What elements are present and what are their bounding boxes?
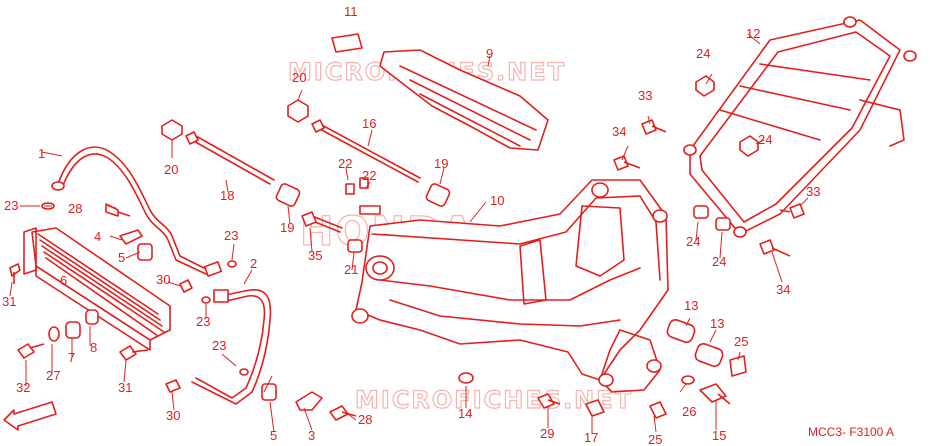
- part-label: 3: [308, 428, 315, 443]
- front-direction-arrow: [3, 401, 57, 431]
- part-label: 32: [16, 380, 30, 395]
- part-label: 34: [776, 282, 790, 297]
- part-label: 2: [250, 256, 257, 271]
- sub-frame-12: [683, 16, 917, 238]
- bolt-18: [191, 135, 275, 185]
- watermark-bottom: MICROFICHES.NET: [355, 386, 633, 414]
- part-label: 33: [638, 88, 652, 103]
- part-label: 14: [458, 406, 472, 421]
- bolt-16: [317, 123, 421, 183]
- part-label: 22: [362, 168, 376, 183]
- part-labels: 1 2 3 4 5 5 6 7 8 9 10 11 12 13 13 14 15…: [2, 4, 820, 446]
- part-label: 6: [60, 273, 67, 288]
- part-label: 20: [164, 162, 178, 177]
- part-label: 30: [166, 408, 180, 423]
- part-label: 22: [338, 156, 352, 171]
- part-label: 28: [68, 201, 82, 216]
- part-label: 1: [38, 146, 45, 161]
- part-label: 24: [686, 234, 700, 249]
- nut-20: [161, 119, 183, 141]
- part-label: 25: [648, 432, 662, 446]
- part-label: 24: [712, 254, 726, 269]
- part-label: 23: [212, 338, 226, 353]
- part-label: 16: [362, 116, 376, 131]
- part-label: 33: [806, 184, 820, 199]
- part-label: 18: [220, 188, 234, 203]
- part-label: 24: [696, 46, 710, 61]
- part-label: 23: [4, 198, 18, 213]
- front-direction-label: FR.: [21, 406, 42, 423]
- part-label: 31: [118, 380, 132, 395]
- part-label: 9: [486, 46, 493, 61]
- cover-9: [379, 49, 549, 151]
- part-label: 5: [118, 250, 125, 265]
- label-11: [331, 33, 363, 53]
- hose-1: [57, 146, 209, 271]
- part-label: 15: [712, 428, 726, 443]
- part-label: 21: [344, 262, 358, 277]
- part-label: 31: [2, 294, 16, 309]
- part-label: 30: [156, 272, 170, 287]
- grommet-5: [137, 243, 153, 261]
- hose-2: [191, 289, 272, 405]
- part-label: 25: [734, 334, 748, 349]
- part-label: 20: [292, 70, 306, 85]
- part-label: 13: [710, 316, 724, 331]
- part-label: 10: [490, 193, 504, 208]
- part-label: 19: [280, 220, 294, 235]
- diagram-code: MCC3- F3100 A: [808, 425, 894, 439]
- part-label: 27: [46, 368, 60, 383]
- clamp-4: [119, 229, 143, 245]
- part-label: 17: [584, 430, 598, 445]
- part-label: 13: [684, 298, 698, 313]
- part-label: 7: [68, 350, 75, 365]
- part-label: 4: [94, 229, 101, 244]
- main-frame-10: [351, 179, 669, 393]
- part-label: 5: [270, 428, 277, 443]
- part-label: 23: [196, 314, 210, 329]
- oil-cooler: [23, 227, 171, 351]
- part-label: 19: [434, 156, 448, 171]
- part-label: 11: [344, 4, 358, 19]
- part-label: 29: [540, 426, 554, 441]
- part-label: 12: [746, 26, 760, 41]
- part-label: 34: [612, 124, 626, 139]
- part-label: 23: [224, 228, 238, 243]
- part-label: 35: [308, 248, 322, 263]
- part-label: 28: [358, 412, 372, 427]
- part-label: 24: [758, 132, 772, 147]
- part-label: 26: [682, 404, 696, 419]
- part-label: 8: [90, 340, 97, 355]
